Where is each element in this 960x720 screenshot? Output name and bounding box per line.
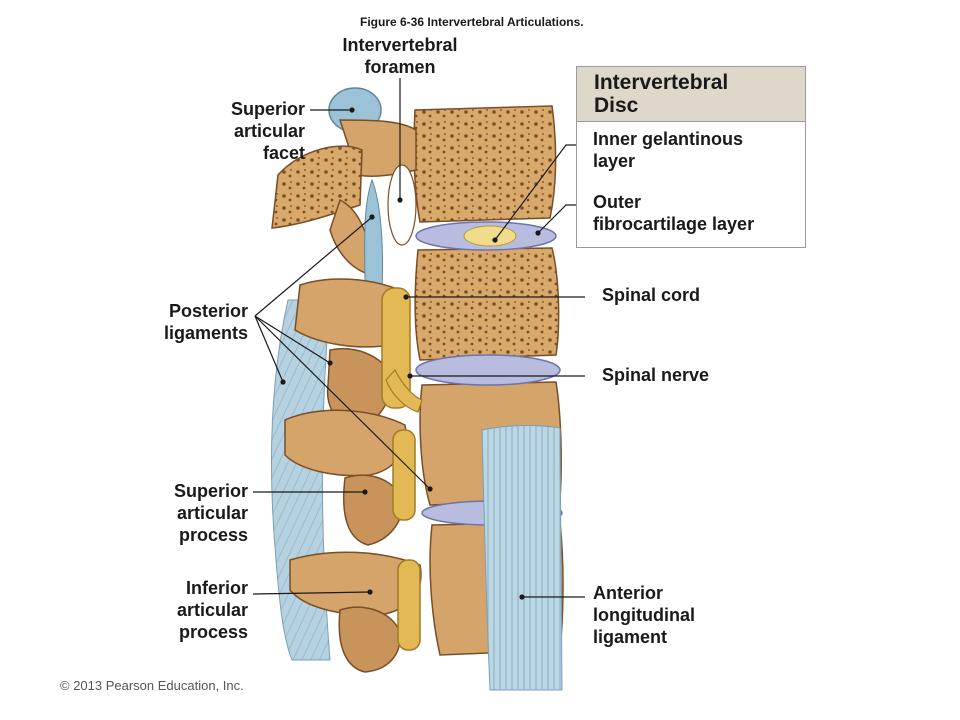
posterior-process-6 [338, 606, 401, 673]
spinal-cord-lower-1 [392, 429, 416, 521]
label-intervertebral-foramen: Intervertebral foramen [342, 35, 458, 77]
label-outer-fibrocartilage-layer: Outer fibrocartilage layer [593, 192, 755, 234]
nucleus-pulposus [463, 225, 517, 247]
label-inferior-articular-process: Inferior articular process [176, 578, 248, 642]
figure-caption: Figure 6-36 Intervertebral Articulations… [360, 15, 584, 29]
vertebral-body-1 [413, 105, 557, 223]
posterior-process-3 [284, 409, 407, 477]
foramen-opening [387, 164, 417, 246]
label-inner-gelatinous-layer: Inner gelantinous layer [593, 129, 744, 171]
label-anterior-longitudinal-ligament: Anterior longitudinal ligament [593, 583, 695, 647]
label-posterior-ligaments: Posterior ligaments [163, 301, 248, 343]
anterior-ligament-band [481, 425, 563, 691]
legend-header: Intervertebral Disc [577, 67, 805, 122]
posterior-process-4 [342, 474, 404, 546]
foramen-ligament [364, 178, 384, 291]
label-spinal-nerve: Spinal nerve [602, 365, 710, 385]
copyright-notice: © 2013 Pearson Education, Inc. [60, 678, 244, 693]
leader-dots [280, 107, 541, 600]
vertebral-body-2 [414, 247, 560, 361]
label-superior-articular-facet: Superior articular facet [230, 99, 305, 163]
intervertebral-disc-2 [415, 354, 561, 386]
intervertebral-disc-legend: Intervertebral Disc Inner gelantinous la… [576, 66, 806, 248]
spinal-cord-lower-2 [397, 559, 421, 651]
label-spinal-cord: Spinal cord [602, 285, 701, 305]
leader-lines [252, 78, 585, 598]
label-superior-articular-process: Superior articular process [173, 481, 248, 545]
legend-title: Intervertebral Disc [594, 71, 729, 117]
spinal-nerve-shape [385, 368, 423, 413]
